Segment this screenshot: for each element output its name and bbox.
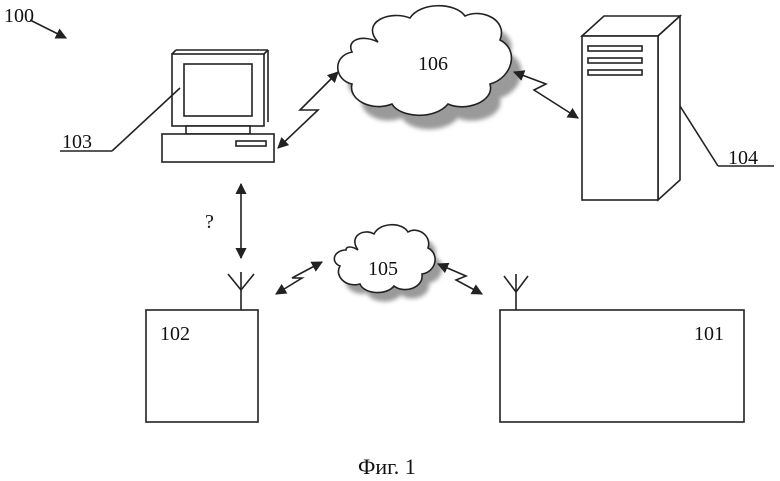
device-102-label: 102 — [160, 323, 190, 345]
device-102-antenna-icon — [228, 272, 254, 310]
computer-103-icon — [162, 50, 274, 162]
device-101-label: 101 — [694, 323, 724, 345]
link-computer-network106 — [278, 72, 338, 148]
system-ref-arrow — [30, 20, 66, 38]
computer-103-label: 103 — [62, 131, 92, 153]
figure-caption: Фиг. 1 — [358, 454, 416, 479]
device-101-antenna-icon — [504, 274, 528, 310]
server-104-leader — [680, 106, 718, 166]
question-mark: ? — [205, 211, 214, 233]
link-network106-server — [514, 72, 578, 118]
server-104-icon — [582, 16, 680, 200]
network-105-label: 105 — [368, 258, 398, 280]
system-ref-label: 100 — [4, 5, 34, 27]
network-106-label: 106 — [418, 53, 448, 75]
link-network105-device101 — [438, 264, 482, 294]
link-device102-network105 — [276, 262, 322, 294]
